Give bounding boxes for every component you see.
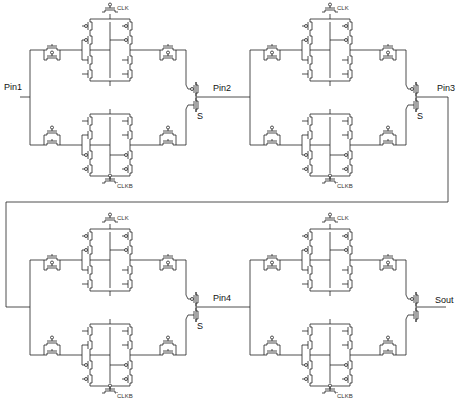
- pin-label: Pin4: [212, 294, 232, 303]
- clock-label: CLKB: [116, 183, 134, 189]
- clock-label: CLK: [336, 215, 350, 221]
- clock-label: CLK: [116, 5, 130, 11]
- clock-label: CLKB: [116, 393, 134, 399]
- clock-label: CLK: [336, 5, 350, 11]
- clock-label: CLK: [116, 215, 130, 221]
- select-label: S: [196, 112, 204, 121]
- pin-label: Pin3: [436, 84, 456, 93]
- pin-label: Pin2: [212, 84, 232, 93]
- select-label: S: [196, 322, 204, 331]
- pin-label: Pin1: [3, 83, 23, 92]
- clock-label: CLKB: [336, 393, 354, 399]
- output-label: Sout: [434, 296, 455, 305]
- select-label: S: [416, 112, 424, 121]
- clock-label: CLKB: [336, 183, 354, 189]
